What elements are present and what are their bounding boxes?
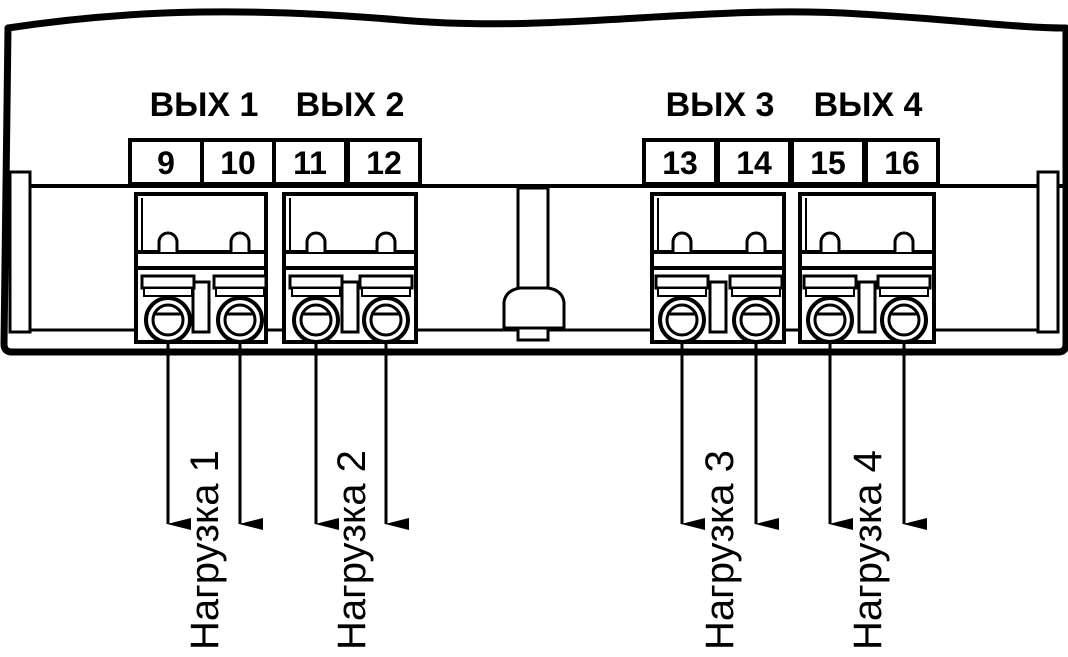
terminal-12: 12	[346, 138, 422, 344]
pin-number-box	[346, 138, 422, 186]
clamp-top	[745, 231, 767, 252]
pin-number: 12	[366, 145, 402, 181]
output-1: ВЫХ 1 9 10	[128, 86, 276, 344]
load-wires: Нагрузка 1 Нагрузка 2 Нагрузка 3 Нагрузка 4	[166, 344, 927, 650]
pin-number: 9	[157, 145, 175, 181]
pin-number: 10	[220, 145, 256, 181]
terminal-15: 15	[790, 138, 866, 344]
output-2: ВЫХ 2 11 12	[272, 86, 422, 344]
pin-number: 11	[293, 145, 327, 181]
output-3: ВЫХ 3 13 14	[642, 86, 792, 344]
terminal-11: 11	[272, 138, 348, 344]
output-title: ВЫХ 3	[666, 86, 775, 124]
output-title: ВЫХ 2	[296, 86, 405, 124]
clamp-top	[305, 231, 327, 252]
terminal-10: 10	[200, 138, 276, 344]
load-label: Нагрузка 2	[330, 450, 374, 650]
pin-number-box	[128, 138, 204, 186]
screw	[728, 274, 784, 344]
terminal-13: 13	[642, 138, 718, 344]
terminal-14: 14	[716, 138, 792, 344]
screw	[654, 274, 710, 344]
clamp-top	[671, 231, 693, 252]
center-divider	[502, 186, 566, 342]
load-label: Нагрузка 3	[698, 450, 742, 650]
pin-number-box	[790, 138, 866, 186]
pin-number-box	[864, 138, 940, 186]
clamp-top	[157, 231, 179, 252]
terminal-16: 16	[864, 138, 940, 344]
terminal-9: 9	[128, 138, 204, 344]
pin-number-box	[200, 138, 276, 186]
output-title: ВЫХ 4	[814, 86, 923, 124]
pin-number-box	[642, 138, 718, 186]
screw	[802, 274, 858, 344]
pin-number: 13	[662, 145, 698, 181]
screw	[358, 274, 414, 344]
load-label: Нагрузка 1	[183, 450, 227, 650]
screw	[140, 274, 196, 344]
screw	[212, 274, 268, 344]
load-label: Нагрузка 4	[846, 450, 890, 650]
output-4: ВЫХ 4 15 16	[790, 86, 940, 344]
clamp-top	[375, 231, 397, 252]
pin-number: 16	[884, 145, 920, 181]
screw	[876, 274, 932, 344]
clamp-top	[229, 231, 251, 252]
pin-number: 14	[736, 145, 772, 181]
outputs: ВЫХ 1 9 10 ВЫХ 2 11 12 ВЫХ 3 13 14 ВЫХ 4 15 16	[128, 86, 940, 344]
screw	[288, 274, 344, 344]
pin-number: 15	[810, 145, 846, 181]
clamp-top	[819, 231, 841, 252]
clamp-top	[893, 231, 915, 252]
output-title: ВЫХ 1	[150, 86, 259, 124]
